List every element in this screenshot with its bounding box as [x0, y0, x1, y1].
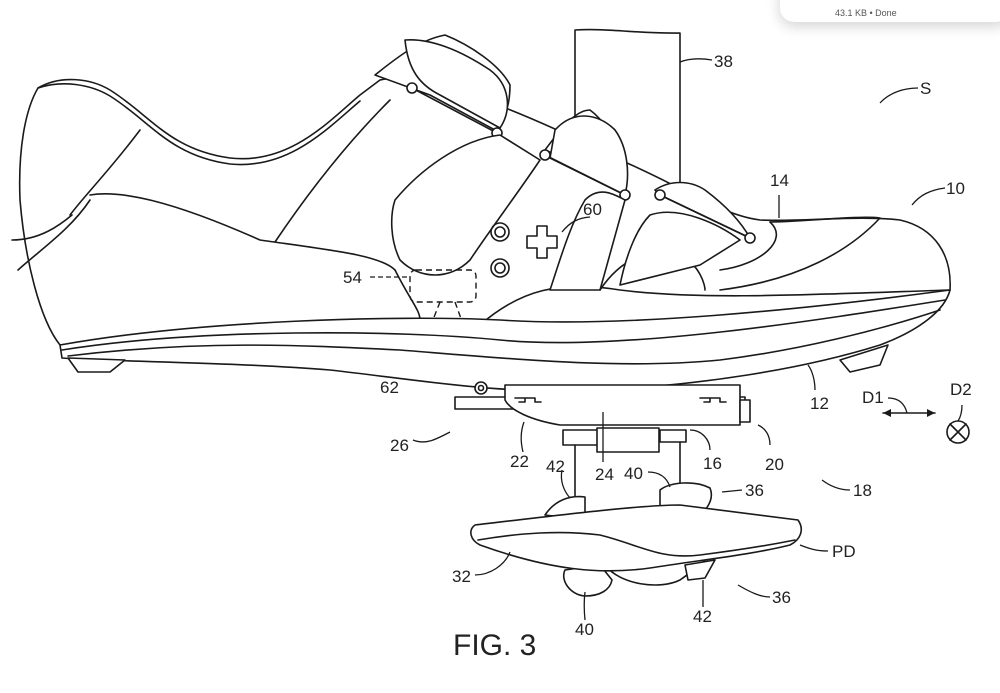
label-D1: D1	[862, 388, 884, 407]
label-PD: PD	[832, 542, 856, 561]
pedal	[470, 482, 802, 597]
reference-labels: 38 S 14 10 60 54 62 12 D1 D2 26 22 24 16…	[343, 52, 972, 662]
label-10: 10	[946, 179, 965, 198]
leader-lines	[370, 58, 946, 621]
shoe-sole	[59, 289, 951, 392]
label-42-top: 42	[546, 457, 565, 476]
label-42-bottom: 42	[693, 607, 712, 626]
cleat-assembly	[454, 381, 751, 501]
label-22: 22	[510, 452, 529, 471]
shoe-straps	[374, 34, 756, 291]
label-26: 26	[390, 436, 409, 455]
label-38: 38	[714, 52, 733, 71]
label-36-bottom: 36	[772, 588, 791, 607]
cleat-adjuster-60	[490, 222, 558, 278]
label-54: 54	[343, 268, 362, 287]
label-12: 12	[810, 394, 829, 413]
label-36-top: 36	[745, 481, 764, 500]
label-D2: D2	[950, 380, 972, 399]
direction-d2-symbol	[946, 404, 970, 444]
label-40-bottom: 40	[575, 620, 594, 639]
label-32: 32	[452, 567, 471, 586]
label-16: 16	[703, 454, 722, 473]
figure-caption: FIG. 3	[453, 629, 536, 662]
label-60: 60	[583, 200, 602, 219]
label-14: 14	[770, 171, 789, 190]
label-40-top: 40	[624, 464, 643, 483]
label-S: S	[920, 79, 931, 98]
download-bubble[interactable]: 43.1 KB • Done	[780, 0, 1000, 22]
direction-d1-arrow	[882, 397, 936, 417]
label-20: 20	[765, 455, 784, 474]
download-status: 43.1 KB • Done	[835, 8, 897, 18]
label-24: 24	[595, 465, 614, 484]
label-18: 18	[853, 481, 872, 500]
label-62: 62	[380, 378, 399, 397]
